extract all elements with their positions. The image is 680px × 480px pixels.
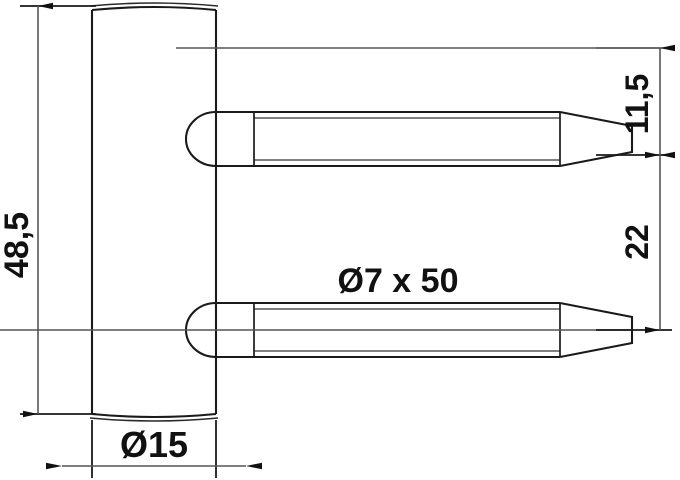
dimension-right-group: 11,5 22 (596, 44, 675, 334)
plate-top-edge-outer (89, 2, 219, 7)
dimension-plate-width: Ø15 (46, 420, 262, 478)
pin-upper-round-head (185, 110, 217, 168)
dimension-label-spacing: 22 (619, 224, 655, 260)
dimension-label-width: Ø15 (120, 424, 188, 465)
pin-upper-tapered-tip (559, 110, 634, 168)
dimension-plate-height: 48,5 (0, 2, 96, 418)
pin-spec-label: Ø7 x 50 (338, 262, 459, 300)
plate-top-edge-inner (91, 5, 217, 12)
plate-bottom-edge-inner (91, 412, 217, 419)
hinge-plate-body (89, 2, 219, 422)
plate-bottom-edge-outer (89, 417, 219, 422)
pin-lower (0, 301, 634, 359)
dimension-label-offset: 11,5 (619, 74, 655, 135)
dimension-label-height: 48,5 (0, 212, 36, 278)
pin-upper (185, 110, 634, 168)
